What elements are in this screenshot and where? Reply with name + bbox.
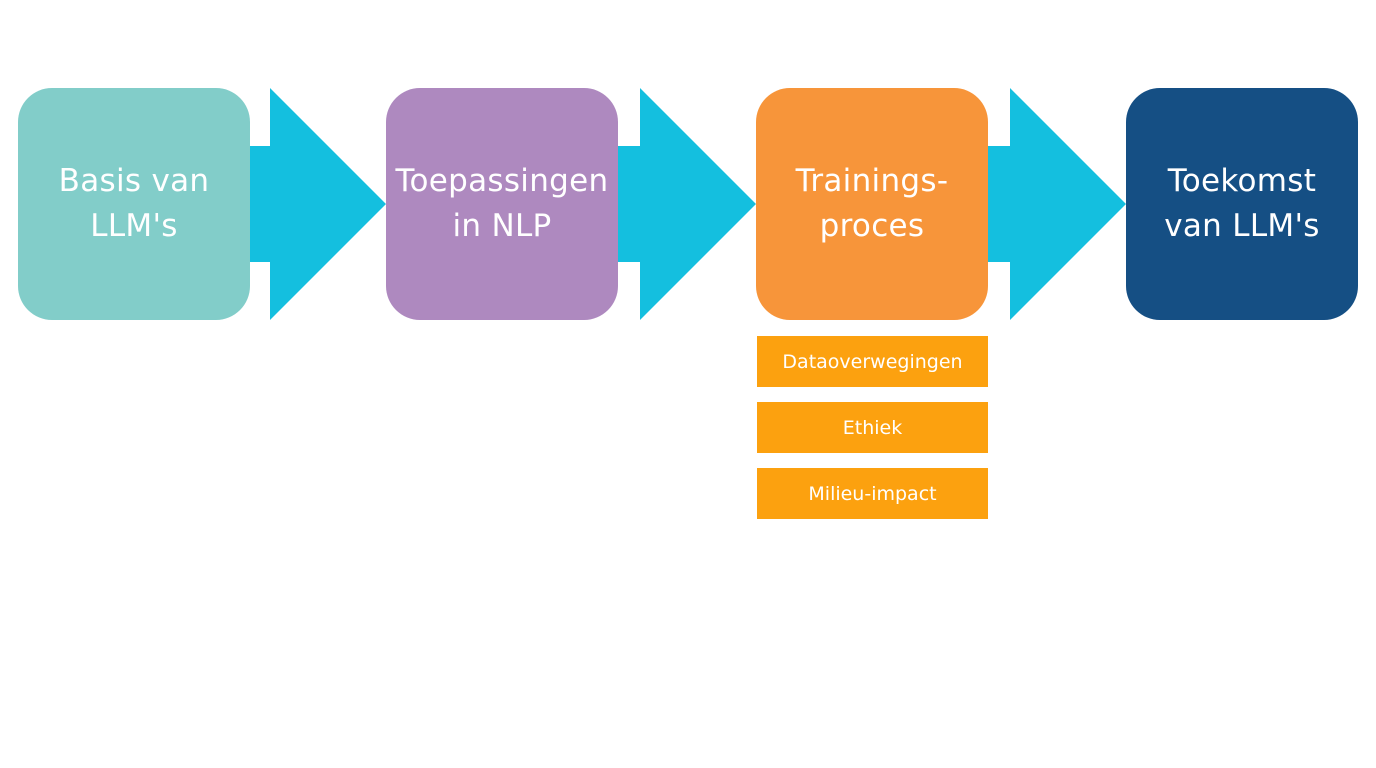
step-label: Toepassingen in NLP (395, 163, 609, 244)
step-trainingsproces: Trainings- proces (756, 88, 988, 320)
sub-item-label: Milieu-impact (808, 482, 937, 505)
sub-item-milieu-impact: Milieu-impact (757, 468, 988, 519)
sub-item-dataoverwegingen: Dataoverwegingen (757, 336, 988, 387)
step-toekomst-van-llms: Toekomst van LLM's (1126, 88, 1358, 320)
step-label: Toekomst van LLM's (1164, 163, 1320, 244)
step-basis-van-llms: Basis van LLM's (18, 88, 250, 320)
step-label: Trainings- proces (795, 163, 949, 244)
flow-arrow-3 (988, 88, 1126, 320)
sub-item-label: Ethiek (842, 416, 903, 439)
sub-item-ethiek: Ethiek (757, 402, 988, 453)
step-label: Basis van LLM's (58, 163, 210, 244)
step-toepassingen-in-nlp: Toepassingen in NLP (386, 88, 618, 320)
sub-item-label: Dataoverwegingen (782, 350, 963, 373)
flow-arrow-1 (250, 88, 386, 320)
flow-arrow-2 (618, 88, 756, 320)
